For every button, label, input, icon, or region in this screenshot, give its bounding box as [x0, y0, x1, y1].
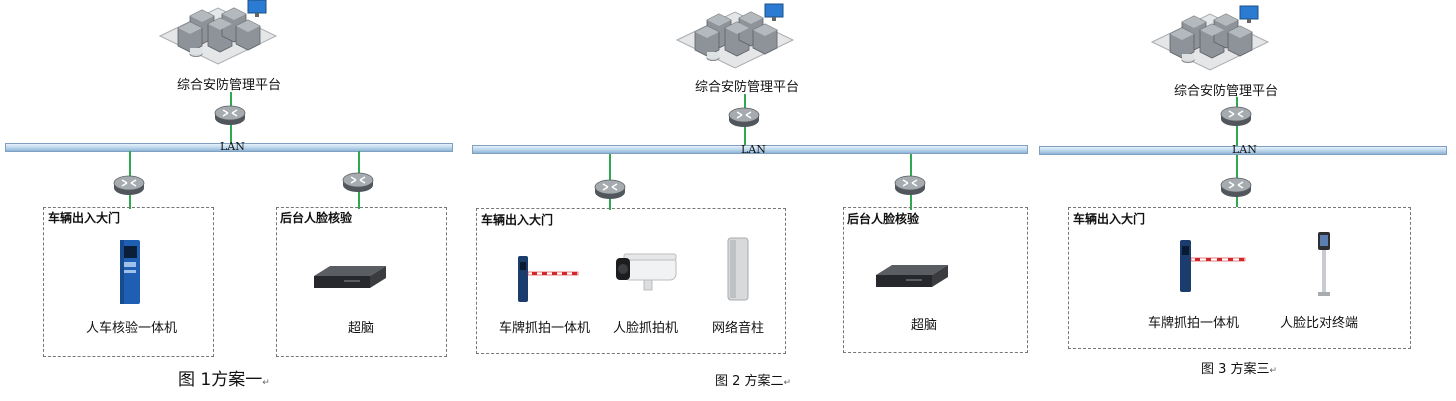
device-label: 车牌抓拍一体机 [499, 321, 591, 336]
switch-icon [728, 107, 760, 128]
group-box-vehicle-gate [1068, 207, 1411, 349]
lan-bus [5, 143, 453, 152]
bullet-camera-icon [616, 253, 677, 291]
server-cluster-icon [159, 0, 277, 65]
switch-icon [342, 172, 374, 193]
group-box-vehicle-gate [476, 208, 786, 354]
kiosk-icon [120, 240, 140, 304]
device-label: 网络音柱 [712, 321, 765, 336]
face-terminal-icon [1318, 232, 1330, 296]
barrier-gate-icon [518, 256, 579, 302]
group-box-vehicle-gate [43, 207, 214, 357]
group-title: 车辆出入大门 [1073, 212, 1146, 226]
barrier-gate-icon [1180, 240, 1246, 292]
figure-caption: 图 3 方案三↵ [1201, 362, 1278, 377]
group-box-backend-face [276, 207, 447, 357]
device-label: 人脸比对终端 [1280, 316, 1359, 331]
nvr-icon [314, 266, 386, 288]
lan-label: LAN [741, 143, 766, 156]
figure-caption: 图 1方案一↵ [178, 370, 270, 390]
nvr-icon [876, 265, 948, 287]
group-title: 后台人脸核验 [847, 212, 920, 226]
group-title: 车辆出入大门 [48, 211, 121, 225]
switch-icon [1220, 106, 1252, 127]
device-label: 超脑 [348, 321, 375, 336]
group-title: 后台人脸核验 [280, 211, 353, 225]
lan-bus [1039, 146, 1447, 155]
switch-icon [113, 175, 145, 196]
device-label: 人车核验一体机 [86, 321, 178, 336]
platform-label: 综合安防管理平台 [177, 78, 282, 93]
platform-label: 综合安防管理平台 [1174, 84, 1279, 99]
switch-icon [1220, 177, 1252, 198]
column-speaker-icon [727, 237, 749, 301]
group-title: 车辆出入大门 [481, 213, 554, 227]
server-cluster-icon [1151, 5, 1269, 71]
switch-icon [894, 175, 926, 196]
group-box-backend-face [843, 207, 1028, 353]
lan-label: LAN [220, 140, 245, 153]
device-label: 超脑 [911, 318, 938, 333]
switch-icon [594, 179, 626, 200]
lan-label: LAN [1232, 143, 1257, 156]
platform-label: 综合安防管理平台 [695, 80, 800, 95]
device-label: 车牌抓拍一体机 [1148, 316, 1240, 331]
figure-caption: 图 2 方案二↵ [715, 374, 792, 389]
lan-bus [472, 145, 1028, 154]
device-label: 人脸抓拍机 [613, 321, 679, 336]
server-cluster-icon [676, 3, 794, 69]
switch-icon [214, 105, 246, 126]
